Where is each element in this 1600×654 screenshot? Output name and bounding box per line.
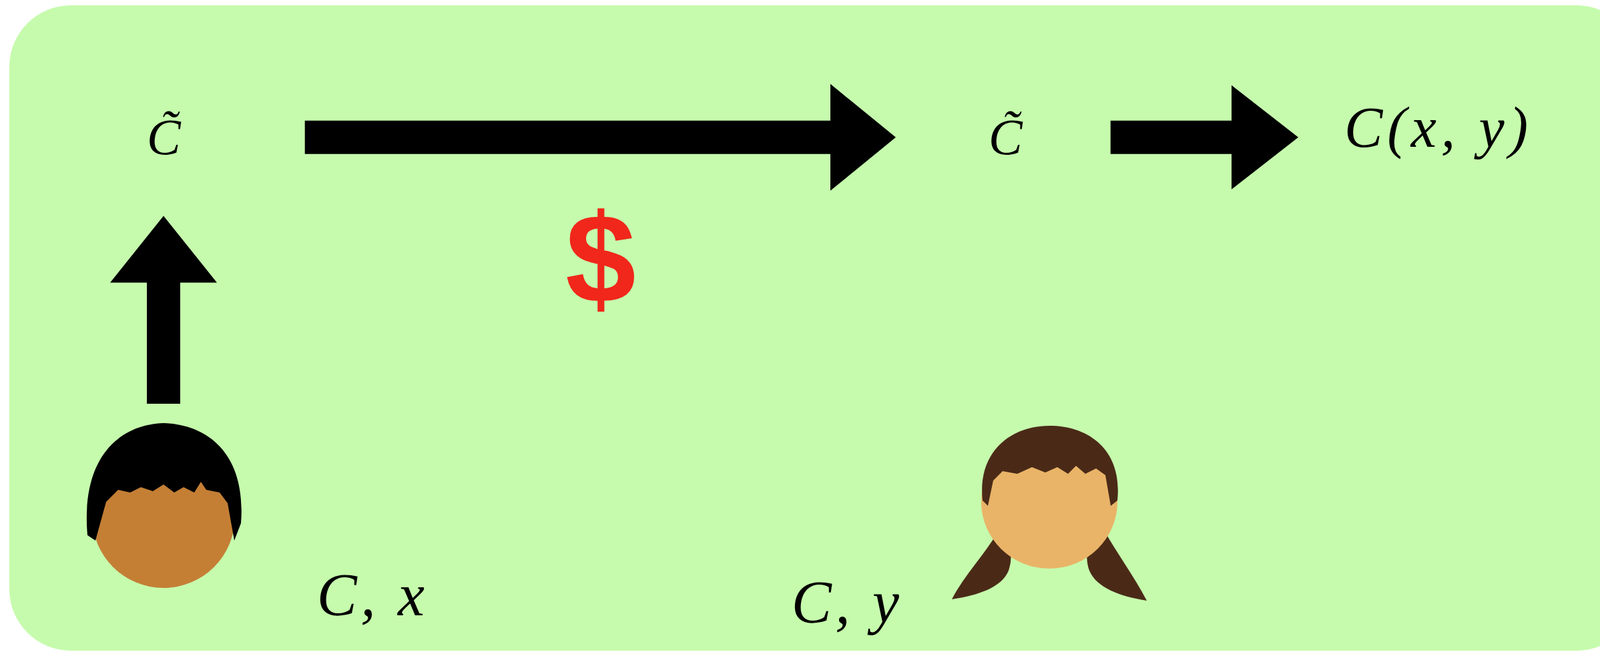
boy-face — [83, 423, 244, 591]
block-arrow — [110, 216, 217, 404]
person-node: C, y — [938, 420, 1159, 611]
math-node: C̃ — [146, 109, 181, 166]
person-label: C, y — [791, 569, 904, 636]
block-arrow — [1110, 85, 1299, 190]
person-node: C, x — [83, 423, 244, 591]
girl-face — [938, 420, 1159, 611]
block-arrow — [305, 84, 896, 191]
money-symbol: $ — [565, 194, 637, 322]
math-symbol: C̃ — [146, 109, 181, 166]
person-label: C, x — [317, 562, 429, 629]
math-node: C(x, y) — [1344, 96, 1533, 160]
math-node: C̃ — [988, 109, 1023, 166]
math-symbol: C(x, y) — [1344, 96, 1533, 160]
math-symbol: C̃ — [988, 109, 1023, 166]
